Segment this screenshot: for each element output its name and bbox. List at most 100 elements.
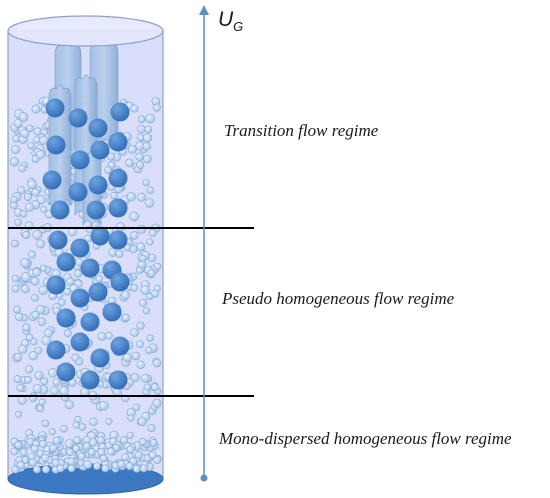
small-bubble xyxy=(11,239,19,248)
small-bubble xyxy=(41,465,50,474)
small-bubble xyxy=(27,142,35,150)
small-bubble xyxy=(38,398,46,406)
large-bubble xyxy=(70,332,90,352)
small-bubble xyxy=(104,166,112,174)
small-bubble xyxy=(146,334,154,342)
small-bubble xyxy=(50,386,59,396)
small-bubble xyxy=(143,133,153,143)
small-bubble xyxy=(56,464,65,473)
small-bubble xyxy=(52,436,61,445)
large-bubble xyxy=(90,348,110,368)
small-bubble xyxy=(130,284,139,292)
small-bubble xyxy=(24,365,34,374)
small-bubble xyxy=(151,383,159,392)
small-bubble xyxy=(137,192,146,202)
small-bubble xyxy=(135,451,143,459)
small-bubble xyxy=(11,145,21,155)
small-bubble xyxy=(130,231,139,240)
small-bubble xyxy=(112,443,121,452)
small-bubble xyxy=(132,403,141,412)
small-bubble xyxy=(17,186,26,195)
small-bubble xyxy=(97,331,107,341)
small-bubble xyxy=(20,128,30,139)
small-bubble xyxy=(49,444,58,452)
small-bubble xyxy=(36,150,46,160)
small-bubble xyxy=(115,222,126,232)
small-bubble xyxy=(32,384,43,394)
small-bubble xyxy=(10,195,18,204)
small-bubble xyxy=(147,269,156,278)
small-bubble xyxy=(16,461,25,469)
small-bubble xyxy=(11,284,20,293)
small-bubble xyxy=(23,193,32,202)
small-bubble xyxy=(107,152,116,161)
small-bubble xyxy=(24,202,35,212)
small-bubble xyxy=(13,305,22,314)
small-bubble xyxy=(40,377,49,386)
small-bubble xyxy=(130,104,139,113)
small-bubble xyxy=(125,158,134,168)
small-bubble xyxy=(143,154,152,164)
small-bubble xyxy=(93,462,101,470)
small-bubble xyxy=(34,370,44,380)
small-bubble xyxy=(18,344,28,354)
small-bubble xyxy=(19,448,28,457)
small-bubble xyxy=(33,127,42,136)
small-bubble xyxy=(34,346,43,355)
small-bubble xyxy=(137,417,147,426)
small-bubble xyxy=(136,360,146,369)
small-bubble xyxy=(21,272,31,282)
small-bubble xyxy=(152,358,162,368)
small-bubble xyxy=(73,436,81,445)
small-bubble xyxy=(33,136,41,144)
small-bubble xyxy=(137,124,146,134)
small-bubble xyxy=(15,410,23,418)
small-bubble xyxy=(126,445,135,454)
large-bubble xyxy=(46,135,66,155)
small-bubble xyxy=(66,277,75,286)
small-bubble xyxy=(143,307,151,315)
large-bubble xyxy=(110,272,130,292)
large-bubble xyxy=(70,150,90,170)
small-bubble xyxy=(14,218,22,226)
regime-label-mono-dispersed: Mono-dispersed homogeneous flow regime xyxy=(219,429,512,448)
small-bubble xyxy=(147,424,156,433)
large-bubble xyxy=(108,230,128,250)
small-bubble xyxy=(136,242,146,252)
small-bubble xyxy=(36,239,46,249)
small-bubble xyxy=(60,424,68,433)
small-bubble xyxy=(145,198,155,208)
large-bubble xyxy=(50,200,70,220)
large-bubble xyxy=(80,258,100,278)
small-bubble xyxy=(39,264,48,272)
small-bubble xyxy=(16,383,25,392)
small-bubble xyxy=(18,164,27,173)
small-bubble xyxy=(145,346,153,355)
small-bubble xyxy=(138,437,147,446)
large-bubble xyxy=(70,238,90,258)
small-bubble xyxy=(77,459,85,467)
small-bubble xyxy=(41,419,50,428)
small-bubble xyxy=(110,191,118,200)
small-bubble xyxy=(136,340,144,349)
large-bubble xyxy=(110,336,130,356)
small-bubble xyxy=(63,329,72,338)
small-bubble xyxy=(142,142,152,151)
small-bubble xyxy=(32,267,41,277)
small-bubble xyxy=(95,275,103,283)
small-bubble xyxy=(47,368,58,378)
small-bubble xyxy=(30,444,39,453)
small-bubble xyxy=(63,287,71,296)
column-top xyxy=(7,15,164,47)
large-bubble xyxy=(110,102,130,122)
small-bubble xyxy=(13,353,22,362)
large-bubble xyxy=(102,302,122,322)
large-bubble xyxy=(56,308,76,328)
small-bubble xyxy=(13,118,23,128)
small-bubble xyxy=(26,124,34,132)
small-bubble xyxy=(27,179,37,190)
large-bubble xyxy=(56,252,76,272)
small-bubble xyxy=(121,290,130,300)
small-bubble xyxy=(142,179,150,187)
